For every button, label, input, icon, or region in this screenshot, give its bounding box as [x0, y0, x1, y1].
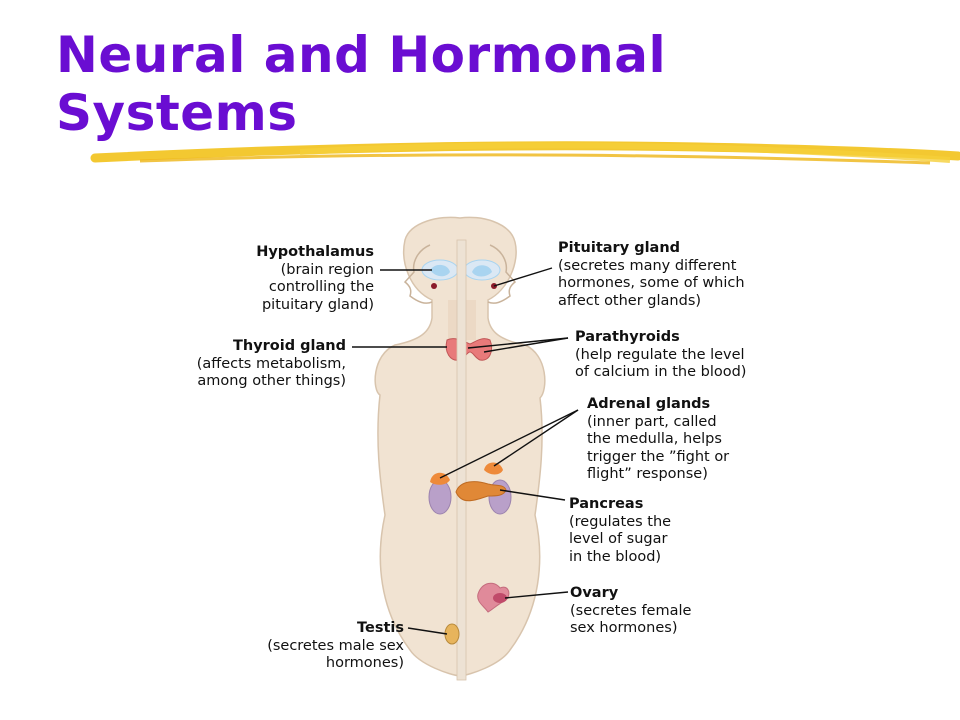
line-parathyroids-a	[467, 337, 569, 349]
label-adrenal: Adrenal glands (inner part, called the m…	[587, 396, 807, 484]
label-pancreas: Pancreas (regulates the level of sugar i…	[569, 496, 739, 566]
line-pancreas	[499, 489, 566, 501]
label-parathyroids-desc: (help regulate the level of calcium in t…	[575, 346, 747, 381]
label-pituitary-desc: (secretes many different hormones, some …	[558, 257, 745, 309]
label-parathyroids: Parathyroids (help regulate the level of…	[575, 329, 815, 382]
label-thyroid-name: Thyroid gland	[232, 338, 346, 354]
label-ovary: Ovary (secretes female sex hormones)	[570, 585, 740, 638]
pituitary-shape	[472, 265, 492, 277]
line-adrenal-a	[439, 409, 579, 479]
label-testis-desc: (secretes male sex hormones)	[267, 637, 404, 672]
title-line-2: Systems	[56, 84, 298, 142]
left-face-profile	[403, 244, 433, 304]
label-thyroid: Thyroid gland (affects metabolism, among…	[160, 338, 346, 391]
label-pancreas-desc: (regulates the level of sugar in the blo…	[569, 513, 672, 565]
hypothalamus-shape	[430, 264, 450, 277]
label-hypothalamus-desc: (brain region controlling the pituitary …	[261, 261, 374, 313]
page-title: Neural and Hormonal Systems	[56, 26, 666, 142]
testis-shape	[444, 623, 460, 645]
label-pancreas-name: Pancreas	[569, 496, 644, 512]
label-ovary-desc: (secretes female sex hormones)	[570, 602, 692, 637]
label-thyroid-desc: (affects metabolism, among other things)	[196, 355, 346, 390]
adrenal-right	[484, 462, 503, 475]
label-parathyroids-name: Parathyroids	[575, 329, 680, 345]
label-adrenal-desc: (inner part, called the medulla, helps t…	[587, 413, 730, 483]
line-testis	[407, 627, 448, 635]
line-adrenal-b	[493, 409, 579, 467]
spine-shape	[456, 239, 467, 681]
right-face-profile	[487, 244, 517, 304]
label-pituitary-name: Pituitary gland	[558, 240, 681, 256]
label-hypothalamus-name: Hypothalamus	[256, 244, 374, 260]
line-pituitary	[493, 267, 553, 287]
line-ovary	[504, 591, 569, 599]
label-hypothalamus: Hypothalamus (brain region controlling t…	[230, 244, 374, 314]
leader-lines	[352, 267, 579, 635]
pituitary-dot-left	[431, 283, 437, 289]
label-ovary-name: Ovary	[570, 585, 619, 601]
label-testis-name: Testis	[357, 620, 404, 636]
kidney-left	[428, 479, 452, 515]
line-parathyroids-b	[483, 337, 569, 353]
label-testis: Testis (secretes male sex hormones)	[250, 620, 404, 673]
label-pituitary: Pituitary gland (secretes many different…	[558, 240, 798, 310]
label-adrenal-name: Adrenal glands	[587, 396, 711, 412]
title-line-1: Neural and Hormonal	[56, 26, 667, 84]
ovary-shape	[493, 593, 507, 603]
highlighter-stroke	[90, 141, 960, 165]
pancreas-shape	[455, 481, 507, 502]
